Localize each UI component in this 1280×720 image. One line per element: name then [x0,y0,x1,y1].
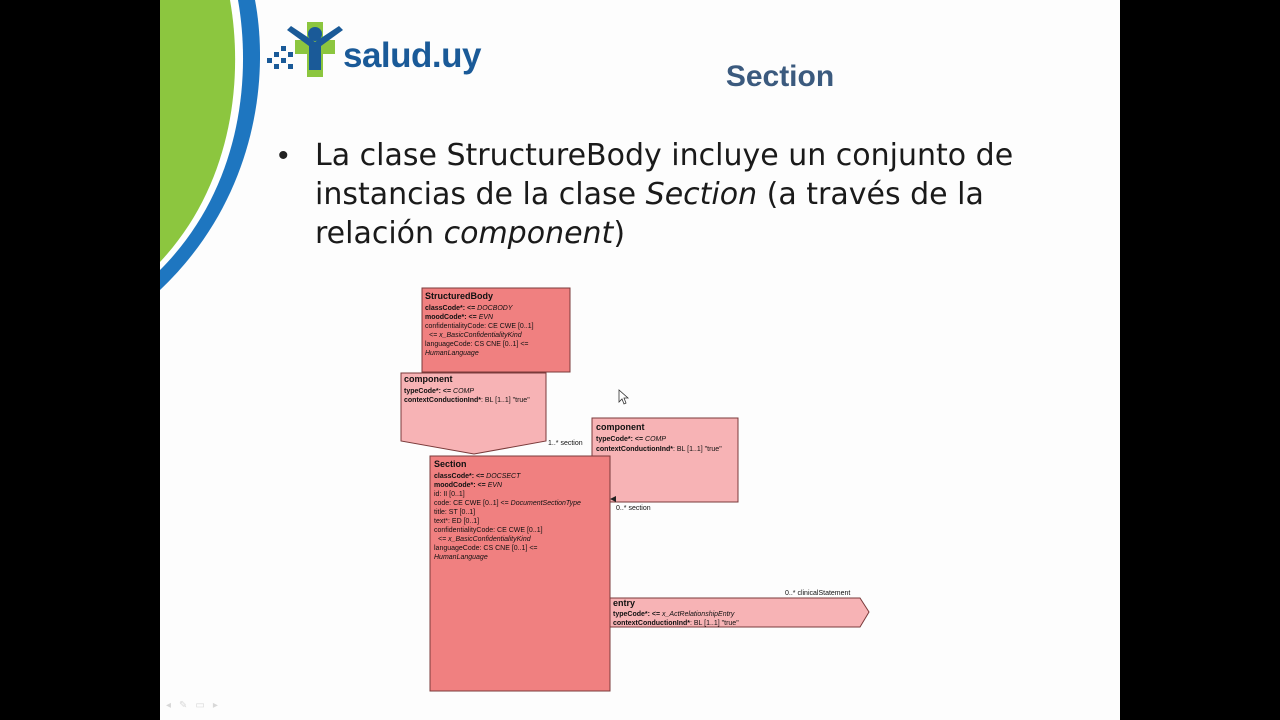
component-2-title: component [596,422,645,432]
recursion-arrow-icon [610,496,616,502]
section-box [429,455,611,692]
section-attr: text*: ED [0..1] [434,518,479,525]
multiplicity-label: 0..* clinicalStatement [785,590,850,597]
previous-slide-icon[interactable]: ◂ [166,700,180,711]
component-1-attr: contextConductionInd*: BL [1..1] "true" [404,397,530,404]
multiplicity-label: 0..* section [616,505,651,512]
bullet-marker: • [278,139,289,172]
green-band [160,0,236,262]
structured-body-attr: moodCode*: <= EVN [425,314,494,321]
bullet-text-part: ) [613,216,626,251]
logo-pixels [267,46,293,69]
bullet-text-part: (a través de la relación [315,177,984,251]
logo-figure-icon [287,22,343,77]
component-1-attr: typeCode*: <= COMP [404,388,474,395]
bullet-text-part: La clase StructureBody incluye un conjun… [315,138,1014,212]
section-attr: confidentialityCode: CE CWE [0..1] [434,527,543,534]
salud-uy-logo [267,22,343,77]
section-attr: title: ST [0..1] [434,509,475,516]
section-attr: <= x_BasicConfidentialityKind [438,536,532,543]
slide-menu-icon[interactable]: ▭ [195,700,213,711]
section-class: Section classCode*: <= DOCSECT moodCode*… [429,455,611,692]
bullet-text-italic: Section [645,177,758,212]
entry-title: entry [613,598,635,608]
slideshow-controls[interactable]: ◂✎▭▸ [166,700,226,711]
bullet-text: La clase StructureBody incluye un conjun… [315,136,1095,253]
logo-text: salud.uy [343,36,481,75]
component-1-shape [400,372,547,455]
section-attr: id: II [0..1] [434,491,465,498]
component-2-attr: contextConductionInd*: BL [1..1] "true" [596,446,722,453]
section-attr: HumanLanguage [434,554,488,561]
decorative-bands [160,0,260,290]
component-2-shape [591,417,739,503]
structured-body-box [421,287,571,373]
structured-body-title: StructuredBody [425,291,493,301]
entry-attr: contextConductionInd*: BL [1..1] "true" [613,620,739,627]
bullet-text-italic: component [443,216,614,251]
section-attr: moodCode*: <= EVN [434,482,503,489]
structured-body-attr: confidentialityCode: CE CWE [0..1] [425,323,534,330]
section-title: Section [434,459,467,469]
structured-body-class: StructuredBody classCode*: <= DOCBODY mo… [421,287,571,373]
component-1-title: component [404,374,453,384]
mouse-cursor-icon [618,389,630,405]
slide: salud.uy Section • La clase StructureBod… [160,0,1120,720]
section-attr: code: CE CWE [0..1] <= DocumentSectionTy… [434,500,581,507]
structured-body-attr: classCode*: <= DOCBODY [425,305,514,312]
section-attr: classCode*: <= DOCSECT [434,473,521,480]
structured-body-attr: HumanLanguage [425,350,479,357]
pen-icon[interactable]: ✎ [179,700,196,711]
rmim-diagram: StructuredBody classCode*: <= DOCBODY mo… [400,287,870,692]
component-relationship-2: component typeCode*: <= COMP contextCond… [591,417,739,503]
component-2-attr: typeCode*: <= COMP [596,436,666,443]
entry-relationship: entry typeCode*: <= x_ActRelationshipEnt… [609,597,870,628]
entry-shape [609,597,870,628]
component-relationship-1: component typeCode*: <= COMP contextCond… [400,372,547,455]
structured-body-attr: <= x_BasicConfidentialityKind [429,332,523,339]
slide-title: Section [725,60,835,93]
next-slide-icon[interactable]: ▸ [212,700,226,711]
section-attr: languageCode: CS CNE [0..1] <= [434,545,538,552]
entry-attr: typeCode*: <= x_ActRelationshipEntry [613,611,735,618]
structured-body-attr: languageCode: CS CNE [0..1] <= [425,341,529,348]
multiplicity-label: 1..* section [548,440,583,447]
